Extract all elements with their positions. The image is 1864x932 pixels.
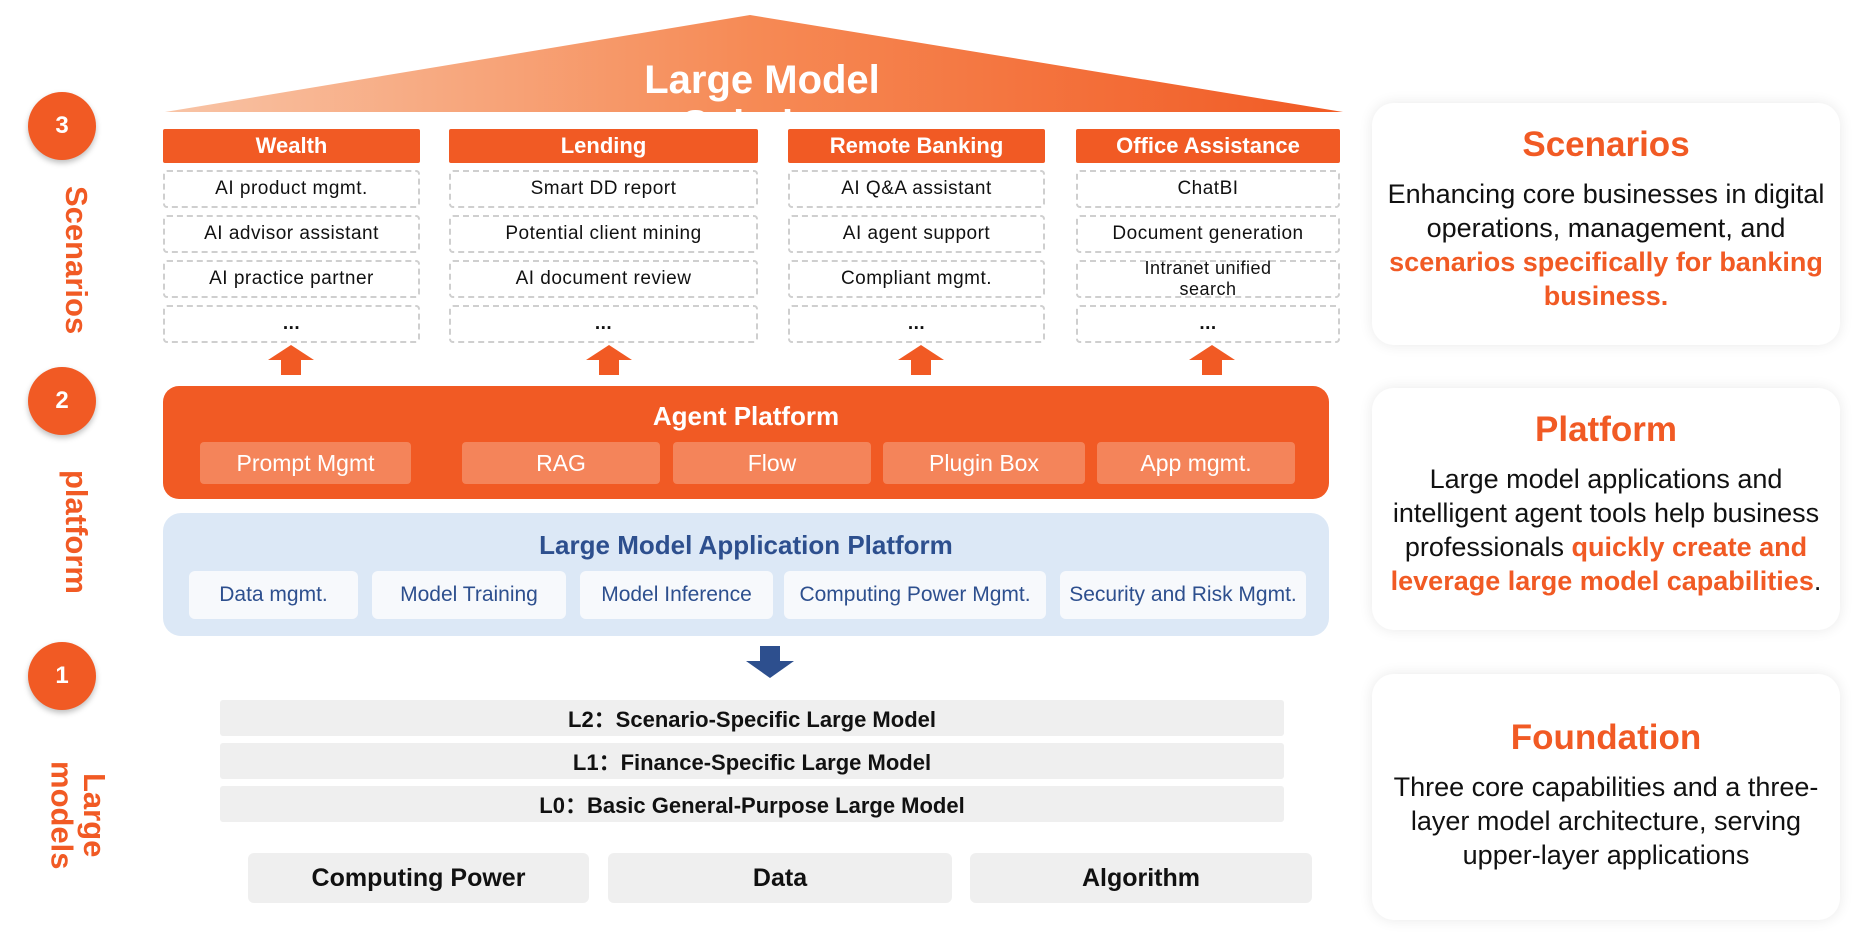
step-3-badge: 3: [28, 92, 96, 160]
platform-card-title: Platform: [1535, 410, 1677, 449]
step-1-number: 1: [55, 662, 69, 689]
up-arrow-icon: [268, 345, 314, 375]
platform-card-text: Large model applications and intelligent…: [1392, 464, 1820, 562]
platform-card-body: Large model applications and intelligent…: [1372, 462, 1840, 598]
scenarios-card-highlight: scenarios specifically for banking busin…: [1389, 247, 1823, 311]
roof-triangle: [165, 15, 1343, 112]
foundation-computing-power: Computing Power: [248, 853, 589, 903]
platform-card: Platform Large model applications and in…: [1372, 388, 1840, 630]
model-layer-l0: L0：Basic General-Purpose Large Model: [220, 786, 1284, 822]
scenarios-card-body: Enhancing core businesses in digital ope…: [1372, 177, 1840, 313]
scenario-item: AI document review: [449, 260, 758, 298]
scenario-item-more: ...: [163, 305, 420, 343]
scenario-header: Remote Banking: [788, 129, 1045, 163]
agent-module-flow: Flow: [673, 442, 871, 484]
agent-module-app-mgmt: App mgmt.: [1097, 442, 1295, 484]
scenario-item: AI Q&A assistant: [788, 170, 1045, 208]
step-2-badge: 2: [28, 367, 96, 435]
scenario-column-remote-banking: Remote Banking AI Q&A assistant AI agent…: [788, 129, 1045, 343]
scenario-item: AI practice partner: [163, 260, 420, 298]
app-module-model-inference: Model Inference: [580, 571, 773, 619]
up-arrow-icon: [1189, 345, 1235, 375]
up-arrow-icon: [586, 345, 632, 375]
step-2-label: platform: [59, 470, 94, 594]
app-module-data-mgmt: Data mgmt.: [189, 571, 358, 619]
scenario-header: Office Assistance: [1076, 129, 1340, 163]
scenario-item-more: ...: [1076, 305, 1340, 343]
step-2-number: 2: [55, 387, 69, 414]
model-layer-l1: L1：Finance-Specific Large Model: [220, 743, 1284, 779]
application-platform: Large Model Application Platform Data mg…: [163, 513, 1329, 636]
scenario-item-more: ...: [449, 305, 758, 343]
app-module-model-training: Model Training: [372, 571, 566, 619]
scenario-item-more: ...: [788, 305, 1045, 343]
foundation-card: Foundation Three core capabilities and a…: [1372, 674, 1840, 920]
scenario-item: Intranet unified search: [1076, 258, 1340, 299]
foundation-data: Data: [608, 853, 952, 903]
agent-module-rag: RAG: [462, 442, 660, 484]
scenario-item: Potential client mining: [449, 215, 758, 253]
scenario-column-wealth: Wealth AI product mgmt. AI advisor assis…: [163, 129, 420, 343]
roof-title: Large Model Solution: [644, 58, 880, 147]
scenario-column-lending: Lending Smart DD report Potential client…: [449, 129, 758, 343]
scenario-item: Smart DD report: [449, 170, 758, 208]
scenario-item: Compliant mgmt.: [788, 260, 1045, 298]
up-arrow-icon: [898, 345, 944, 375]
foundation-card-body: Three core capabilities and a three-laye…: [1372, 770, 1840, 872]
scenarios-card-text: Enhancing core businesses in digital ope…: [1387, 179, 1825, 243]
step-1-label: Large models: [44, 760, 112, 870]
scenarios-card: Scenarios Enhancing core businesses in d…: [1372, 103, 1840, 345]
scenario-item: ChatBI: [1076, 170, 1340, 208]
platform-card-highlight: quickly create and leverage large model …: [1390, 532, 1814, 596]
app-module-computing-power-mgmt: Computing Power Mgmt.: [784, 571, 1046, 619]
step-1-badge: 1: [28, 642, 96, 710]
agent-module-plugin-box: Plugin Box: [883, 442, 1085, 484]
scenarios-card-title: Scenarios: [1522, 125, 1690, 164]
app-module-security-risk-mgmt: Security and Risk Mgmt.: [1060, 571, 1306, 619]
foundation-card-text: Three core capabilities and a three-laye…: [1393, 772, 1819, 870]
scenario-column-office-assistance: Office Assistance ChatBI Document genera…: [1076, 129, 1340, 343]
scenario-item: AI advisor assistant: [163, 215, 420, 253]
scenario-header: Lending: [449, 129, 758, 163]
application-platform-title: Large Model Application Platform: [539, 530, 953, 560]
scenario-item: AI product mgmt.: [163, 170, 420, 208]
down-arrow-icon: [746, 646, 794, 683]
model-layer-l2: L2：Scenario-Specific Large Model: [220, 700, 1284, 736]
scenario-item: AI agent support: [788, 215, 1045, 253]
scenario-header: Wealth: [163, 129, 420, 163]
scenario-item: Document generation: [1076, 215, 1340, 253]
step-3-label: Scenarios: [59, 185, 94, 335]
agent-platform: Agent Platform Prompt Mgmt RAG Flow Plug…: [163, 386, 1329, 499]
agent-module-prompt-mgmt: Prompt Mgmt: [200, 442, 411, 484]
agent-platform-title: Agent Platform: [652, 401, 840, 431]
step-3-number: 3: [55, 112, 69, 139]
foundation-algorithm: Algorithm: [970, 853, 1312, 903]
foundation-card-title: Foundation: [1510, 718, 1702, 757]
platform-card-tail: .: [1813, 566, 1822, 596]
